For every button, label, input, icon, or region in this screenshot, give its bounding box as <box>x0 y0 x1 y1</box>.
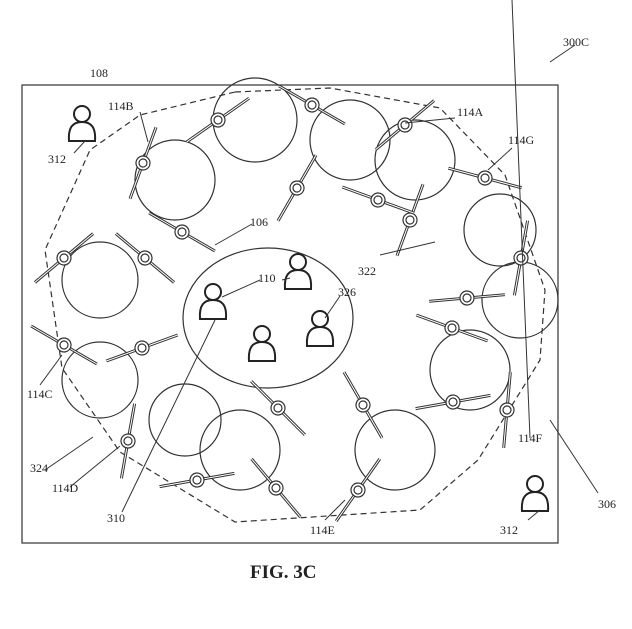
label-108: 108 <box>90 66 108 80</box>
coverage-circle <box>199 409 281 491</box>
label-114b: 114B <box>108 99 134 113</box>
coverage-circle <box>354 409 436 491</box>
person-icon <box>67 105 97 142</box>
drone-icon <box>128 126 158 200</box>
drone-icon <box>415 393 491 411</box>
drone-icon <box>395 183 425 257</box>
label-114a: 114A <box>457 105 484 119</box>
drone-icon <box>429 290 505 306</box>
label-324: 324 <box>30 461 48 475</box>
outer-dashed-boundary <box>44 87 546 523</box>
coverage-circle <box>481 261 559 339</box>
drone-icon <box>276 154 318 222</box>
label-300c: 300C <box>563 35 589 49</box>
leader-lines <box>39 0 599 521</box>
person-icon <box>520 475 550 512</box>
drone-icon <box>499 372 515 448</box>
drone-icon <box>341 185 415 215</box>
label-110: 110 <box>258 271 276 285</box>
drone-icon <box>186 96 250 144</box>
people <box>67 105 550 512</box>
label-312-bottom: 312 <box>500 523 518 537</box>
drone-icon <box>512 220 530 296</box>
coverage-circle <box>374 119 456 201</box>
label-326: 326 <box>338 285 356 299</box>
drone-icon <box>250 457 302 519</box>
label-322: 322 <box>358 264 376 278</box>
label-310: 310 <box>107 511 125 525</box>
coverage-circle <box>148 383 222 457</box>
person-icon <box>198 283 228 320</box>
coverage-circle <box>463 193 537 267</box>
person-icon <box>305 310 335 347</box>
label-106: 106 <box>250 215 268 229</box>
drone-icon <box>105 333 179 363</box>
drone-icon <box>30 324 98 366</box>
drone-icon <box>119 403 137 479</box>
coverage-circle <box>309 99 391 181</box>
drone-icon <box>114 232 176 284</box>
drone-icon <box>342 371 384 439</box>
figure-caption: FIG. 3C <box>250 562 317 583</box>
drone-icon <box>278 84 346 126</box>
label-114e: 114E <box>310 523 335 537</box>
person-icon <box>283 253 313 290</box>
inner-zone-106 <box>182 247 354 389</box>
coverage-circle <box>134 139 216 221</box>
drone-icon <box>447 166 523 190</box>
label-312-top: 312 <box>48 152 66 166</box>
label-114f: 114F <box>518 431 543 445</box>
label-114g: 114G <box>508 133 535 147</box>
label-306: 306 <box>598 497 616 511</box>
drone-icon <box>415 313 489 343</box>
coverage-circle <box>429 329 511 411</box>
drone-icon <box>374 99 436 151</box>
drone-icon <box>159 471 235 489</box>
area-boundary <box>21 84 559 544</box>
drone-icon <box>148 211 216 253</box>
reference-labels: 300C 108 114B 114A 114G 312 106 110 326 … <box>27 35 616 583</box>
drone-icon <box>33 232 95 284</box>
drone-swarm <box>30 84 530 522</box>
person-icon <box>247 325 277 362</box>
label-114d: 114D <box>52 481 79 495</box>
drone-icon <box>250 380 306 436</box>
coverage-circle <box>61 341 139 419</box>
label-114c: 114C <box>27 387 53 401</box>
drone-icon <box>334 458 382 522</box>
coverage-circle <box>61 241 139 319</box>
